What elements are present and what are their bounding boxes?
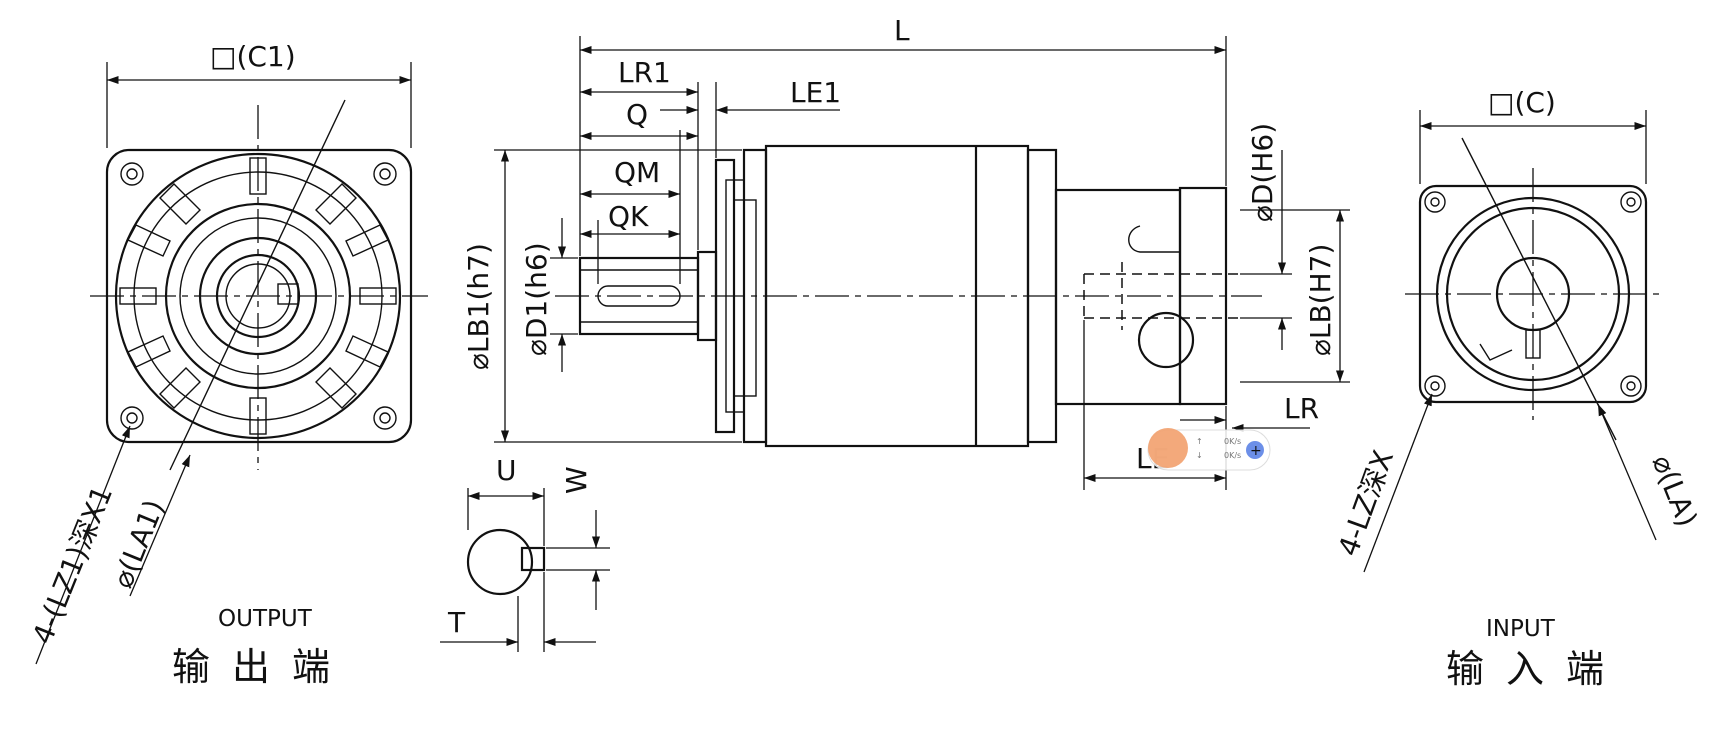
dim-label-c: □(C) [1488,86,1556,119]
dim-label-q: Q [626,98,648,131]
dim-label-lr1: LR1 [618,56,671,89]
dim-label-lz1: 4-(LZ1)深X1 [26,481,119,649]
dim-label-d: ⌀D(H6) [1246,123,1279,222]
dim-label-le1: LE1 [790,76,841,109]
dim-label-qk: QK [608,200,649,233]
input-caption-en: INPUT [1486,616,1556,642]
output-caption-en: OUTPUT [218,606,313,632]
dim-label-u: U [496,454,517,487]
speed-badge-icon [1148,428,1188,468]
dim-label-lb1: ⌀LB1(h7) [462,243,495,370]
dim-label-lr: LR [1284,392,1319,425]
add-plus-icon[interactable] [1246,441,1264,459]
dim-label-la: ⌀(LA) [1646,450,1704,531]
download-speed: 0K/s [1224,451,1241,460]
shaft-key-detail: U W T [440,454,610,652]
dim-label-w: W [560,466,593,494]
dim-label-l: L [894,14,910,47]
dim-label-qm: QM [614,156,660,189]
download-arrow-icon: ↓ [1196,451,1203,460]
dim-label-t: T [447,606,466,639]
input-caption-zh: 输入端 [1446,647,1626,691]
output-flange-view: □(C1) 4-(LZ1)深X1 ⌀(LA1) OUTPUT 输出端 [26,40,428,689]
dim-label-lb: ⌀LB(H7) [1304,244,1337,356]
gearbox-side-view: L LR1 LE1 Q QM QK ⌀LB1(h7) ⌀D1(h6) [462,14,1350,490]
input-flange-view: □(C) 4-LZ深X ⌀(LA) INPUT 输入端 [1332,86,1704,691]
output-caption-zh: 输出端 [172,645,352,689]
upload-arrow-icon: ↑ [1196,437,1203,446]
upload-speed: 0K/s [1224,437,1241,446]
dim-label-la1: ⌀(LA1) [106,495,171,593]
plus-glyph: + [1250,443,1262,459]
dim-label-d1: ⌀D1(h6) [520,242,553,356]
dim-label-c1: □(C1) [210,40,296,73]
network-speed-widget[interactable]: ↑ 0K/s ↓ 0K/s + [1147,428,1271,471]
